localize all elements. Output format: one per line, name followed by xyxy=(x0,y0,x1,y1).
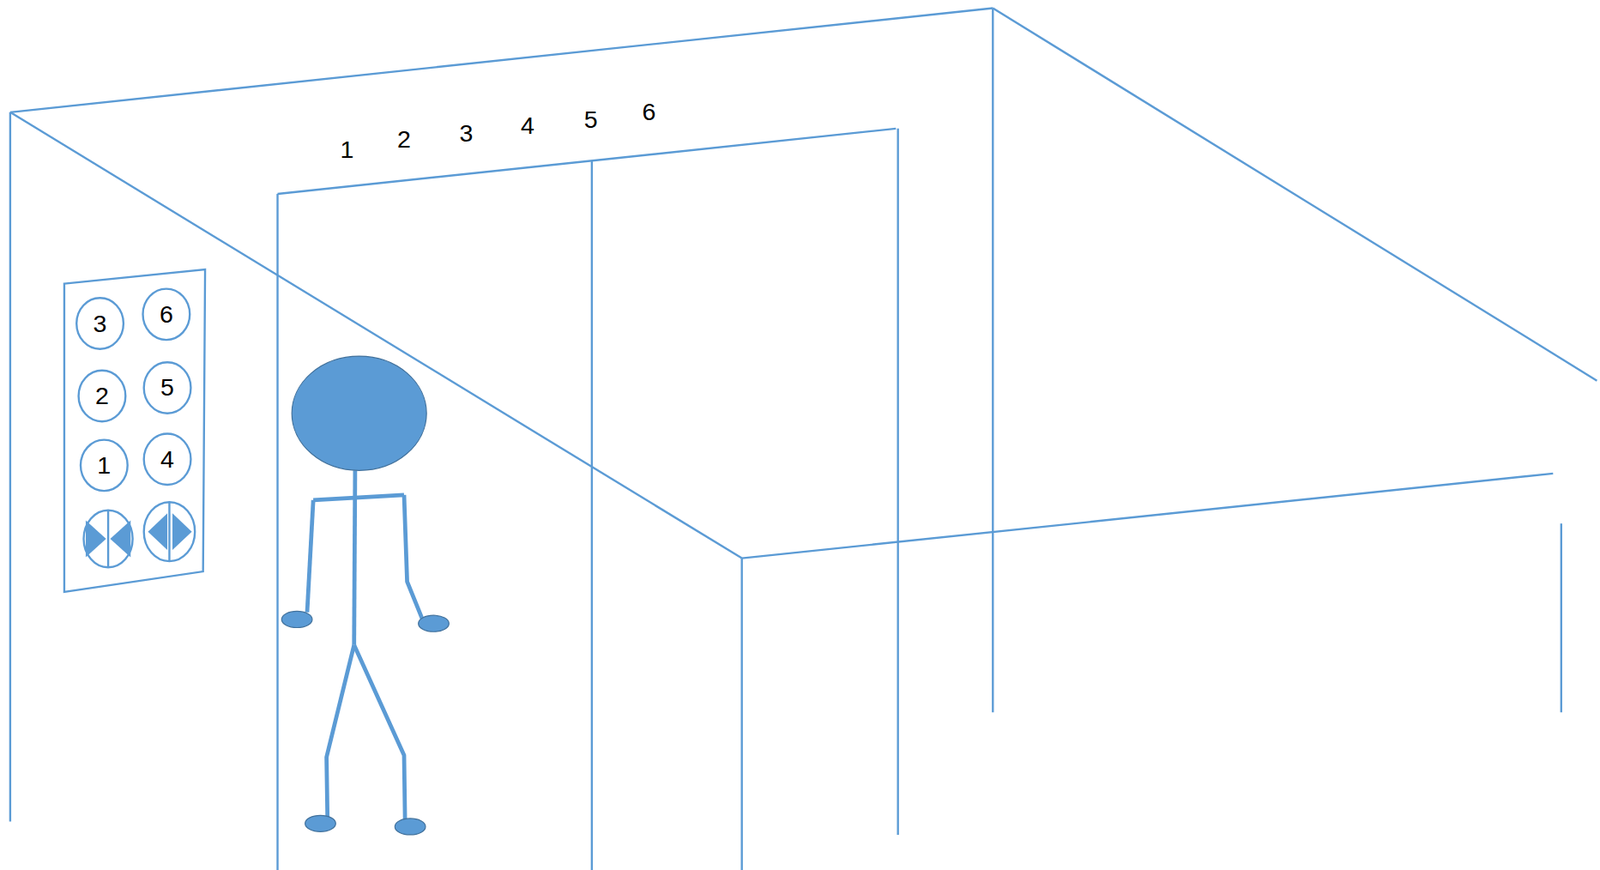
door-frame xyxy=(896,128,899,835)
wall-edge xyxy=(991,8,994,713)
floor-button: 3 xyxy=(75,296,125,351)
button-number: 1 xyxy=(79,438,129,492)
arrow-head xyxy=(147,513,168,550)
button-number: 2 xyxy=(77,369,127,423)
wall-edge xyxy=(9,112,12,822)
wall-edge xyxy=(10,112,743,559)
floor-button: 5 xyxy=(143,361,193,415)
wall-edge xyxy=(741,558,743,870)
figure-parts xyxy=(281,356,449,835)
door-frame xyxy=(276,193,278,870)
figure-leg xyxy=(354,645,405,825)
figure-arm xyxy=(307,500,314,613)
floor-indicator: 6 xyxy=(628,97,671,127)
wall-edge xyxy=(10,8,993,113)
floor-indicator: 5 xyxy=(570,105,612,134)
stick-figure xyxy=(307,470,423,825)
button-number: 3 xyxy=(75,296,125,351)
floor-indicator: 2 xyxy=(383,125,425,154)
floor-indicator: 4 xyxy=(507,111,549,140)
button-divider xyxy=(107,510,109,568)
button-ring xyxy=(144,501,195,562)
floor-button: 1 xyxy=(79,438,129,492)
floor-indicator: 1 xyxy=(326,135,369,164)
door-frame xyxy=(277,128,897,194)
figure-head xyxy=(291,356,427,471)
wall-edge xyxy=(1560,523,1563,713)
figure-leg xyxy=(326,645,355,823)
figure-foot xyxy=(394,818,426,835)
floor-button: 2 xyxy=(77,369,127,423)
figure-hand xyxy=(418,615,450,632)
figure-foot xyxy=(305,815,337,832)
door-split xyxy=(591,161,593,870)
button-divider xyxy=(168,501,170,562)
elevator-walls xyxy=(10,8,1598,870)
floor-button: 6 xyxy=(141,287,191,341)
arrow-head xyxy=(172,513,193,550)
wall-edge xyxy=(742,473,1554,559)
floor-indicator: 3 xyxy=(446,119,488,148)
wall-edge xyxy=(992,8,1597,381)
button-ring xyxy=(84,510,133,568)
arrow-head xyxy=(109,520,131,558)
button-number: 4 xyxy=(143,432,193,486)
button-panel xyxy=(64,269,206,592)
button-number: 6 xyxy=(141,287,191,341)
floor-button: 4 xyxy=(143,432,193,486)
open-button xyxy=(144,501,195,562)
figure-arm xyxy=(404,495,423,620)
arrow-head xyxy=(85,520,107,558)
button-number: 5 xyxy=(143,361,193,415)
close-button xyxy=(84,510,133,568)
figure-shoulders xyxy=(313,495,405,501)
figure-hand xyxy=(281,610,313,628)
